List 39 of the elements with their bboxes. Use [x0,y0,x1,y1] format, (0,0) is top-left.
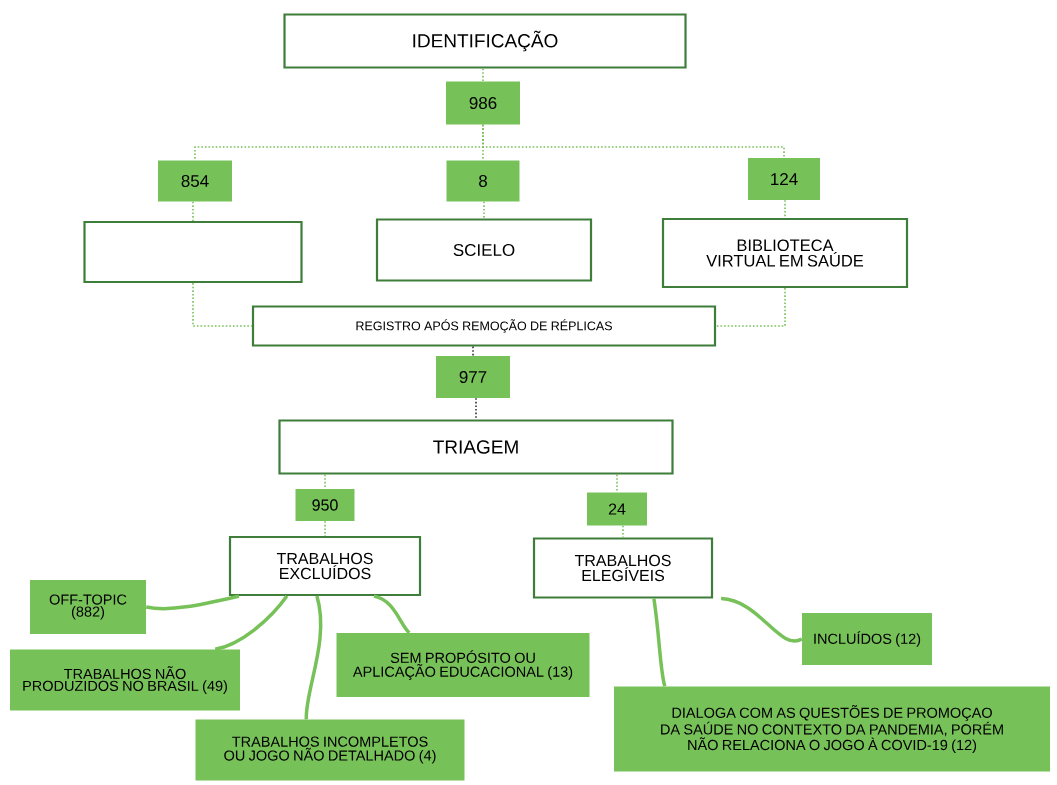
result-box: TRABALHOS INCOMPLETOS OU JOGO NÃO DETALHADO (4) [195,719,465,781]
process-box: IDENTIFICAÇÃO [283,13,687,69]
count-box: 950 [295,489,355,521]
result-box: INCLUÍDOS (12) [802,613,932,665]
count-box: 977 [436,356,510,398]
process-box: BIBLIOTECA VIRTUAL EM SAÚDE [661,217,909,289]
count-box: 986 [446,81,520,125]
count-box: 124 [748,158,820,200]
curved-connector [304,595,323,720]
curved-connector [145,594,240,611]
result-box: DIALOGA COM AS QUESTÕES DE PROMOÇAO DA SAÚDE NO CONTEXTO DA PANDEMIA, PORÉM NÃO RELACIONA O JOGO À COVID-19 (12) [614,686,1050,772]
process-box: REGISTRO APÓS REMOÇÃO DE RÉPLICAS [251,305,717,347]
dotted-connector [475,397,477,421]
dotted-connector [472,345,474,357]
result-box: SEM PROPÓSITO OU APLICAÇÃO EDUCACIONAL (13) [336,633,590,697]
result-box: TRABALHOS NÃO PRODUZIDOS NO BRASIL (49) [10,649,240,711]
process-box: TRABALHOS ELEGÍVEIS [532,537,714,599]
dotted-connector [616,473,618,494]
curved-connector [373,594,411,635]
curved-connector [652,598,667,687]
process-box: TRIAGEM [278,419,674,475]
dotted-connector [192,282,253,327]
dotted-connector [715,287,786,327]
dotted-connector [482,123,785,159]
curved-connector [720,596,803,643]
dotted-connector [784,199,786,219]
dotted-connector [192,200,194,222]
empty-box [83,220,303,284]
curved-connector [214,595,289,651]
dotted-connector [324,473,326,490]
count-box: 854 [158,160,232,202]
count-box: 8 [446,160,520,202]
dotted-connector [324,520,326,537]
process-box: TRABALHOS EXCLUÍDOS [228,535,422,597]
process-box: SCIELO [375,218,593,282]
count-box: 24 [587,492,647,526]
result-box: OFF-TOPIC (882) [30,580,146,634]
dotted-connector [482,67,484,83]
dotted-connector [483,200,485,220]
